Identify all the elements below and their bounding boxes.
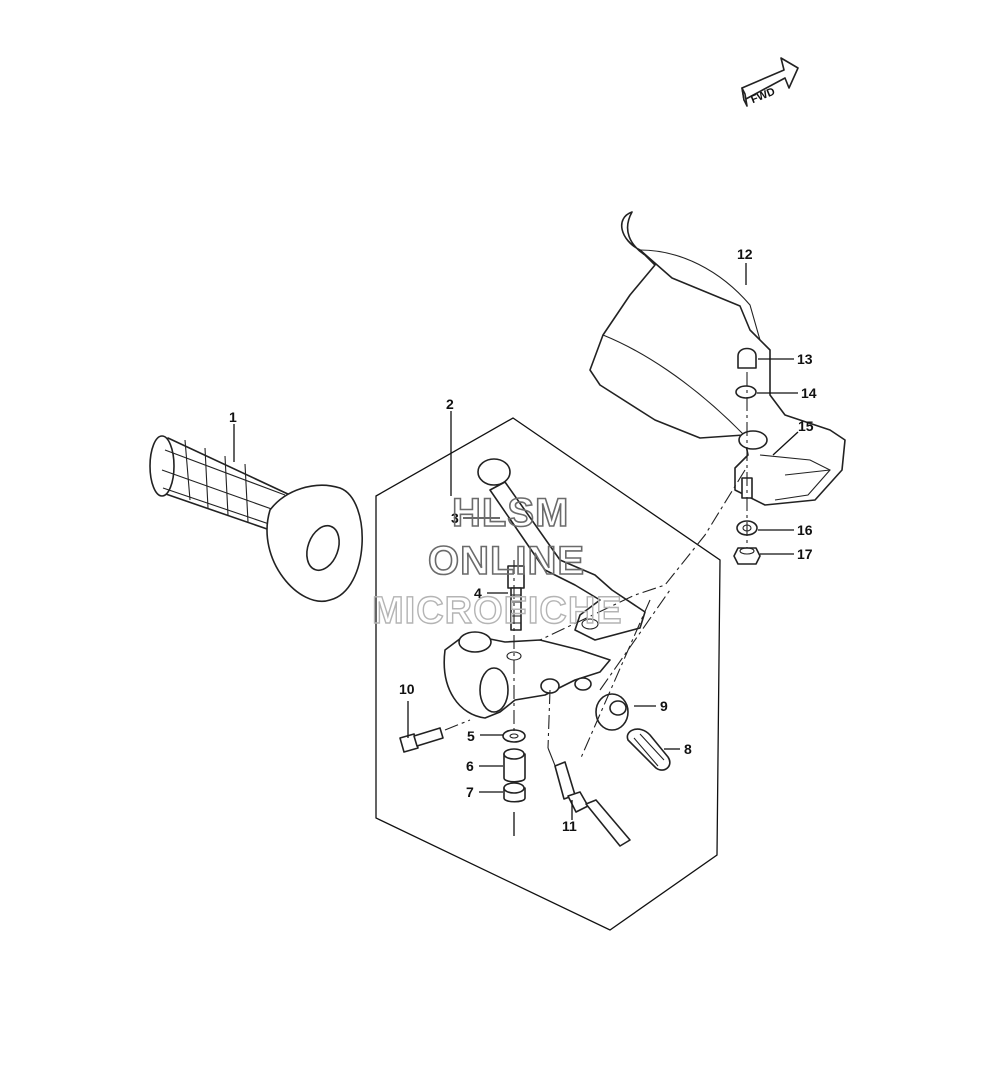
cable-end-11 bbox=[547, 747, 631, 847]
clutch-lever-part bbox=[477, 458, 646, 641]
callout-5: 5 bbox=[467, 728, 475, 744]
callout-15: 15 bbox=[798, 418, 814, 434]
callout-4: 4 bbox=[474, 585, 482, 601]
callout-16: 16 bbox=[797, 522, 813, 538]
clamp-bolt-10 bbox=[399, 727, 444, 753]
leader-lines bbox=[233, 263, 799, 836]
nut-7 bbox=[503, 782, 526, 803]
centerline-g bbox=[444, 719, 471, 731]
centerline-d bbox=[599, 589, 671, 691]
bolt-15 bbox=[741, 477, 753, 499]
spacer-6 bbox=[503, 748, 526, 783]
callout-1: 1 bbox=[229, 409, 237, 425]
callout-14: 14 bbox=[801, 385, 817, 401]
callout-2: 2 bbox=[446, 396, 454, 412]
callout-8: 8 bbox=[684, 741, 692, 757]
grip-part bbox=[149, 435, 363, 603]
callout-13: 13 bbox=[797, 351, 813, 367]
washer-14 bbox=[735, 385, 757, 399]
adjuster-bolt-8 bbox=[626, 728, 671, 771]
pivot-bolt-4 bbox=[507, 565, 525, 631]
watermark-line-2: ONLINE bbox=[428, 539, 585, 583]
lever-perch-part bbox=[443, 631, 611, 719]
cap-nut-13 bbox=[737, 347, 757, 369]
callout-3: 3 bbox=[451, 510, 459, 526]
locknut-9 bbox=[595, 693, 629, 731]
callout-17: 17 bbox=[797, 546, 813, 562]
callout-12: 12 bbox=[737, 246, 753, 262]
centerline-e bbox=[579, 599, 651, 761]
callout-11: 11 bbox=[562, 818, 577, 834]
watermark-line-1: HLSM bbox=[452, 491, 569, 535]
washer-5 bbox=[502, 729, 526, 743]
watermark: HLSM ONLINE MICROFICHE bbox=[371, 490, 623, 633]
callout-6: 6 bbox=[466, 758, 474, 774]
nut-17 bbox=[733, 547, 761, 565]
callout-9: 9 bbox=[660, 698, 668, 714]
callout-labels: 1 2 3 4 5 6 7 8 9 10 11 12 13 14 15 16 1… bbox=[229, 246, 817, 834]
centerline-c bbox=[539, 469, 746, 641]
centerline-b bbox=[547, 689, 551, 749]
lever-assembly-frame bbox=[375, 417, 721, 931]
callout-10: 10 bbox=[399, 681, 415, 697]
watermark-line-3: MICROFICHE bbox=[372, 590, 623, 632]
fwd-arrow-icon: FWD bbox=[741, 57, 799, 107]
callout-7: 7 bbox=[466, 784, 474, 800]
